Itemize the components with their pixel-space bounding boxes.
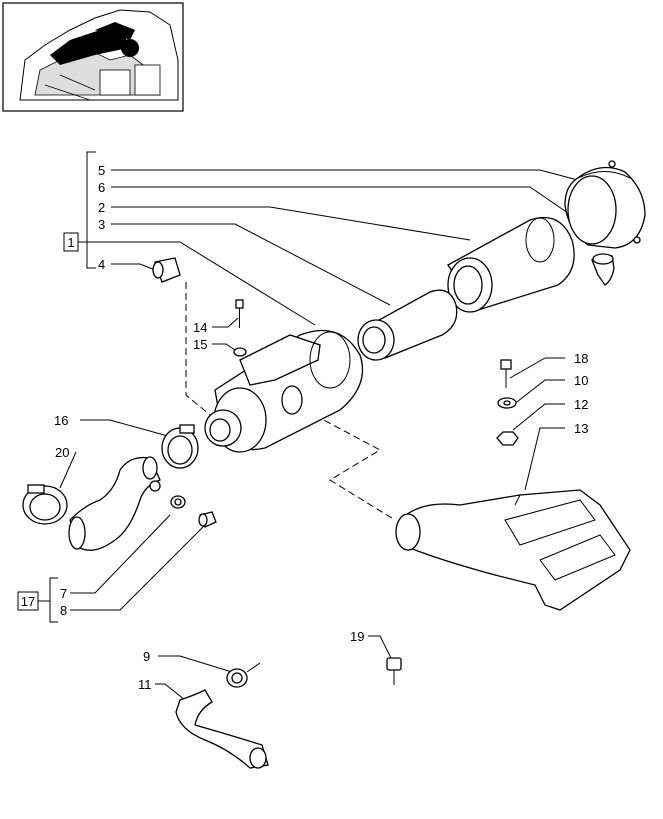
group-bracket-17	[17, 577, 58, 623]
part-2-filter	[447, 216, 575, 313]
callout-17: 17	[21, 594, 35, 609]
part-10-washer	[497, 397, 517, 409]
part-13-duct	[395, 489, 631, 611]
part-3-safety-filter	[357, 289, 458, 361]
callout-6: 6	[98, 180, 105, 195]
location-thumbnail	[2, 2, 184, 112]
part-4-fitting	[152, 257, 181, 283]
part-6-dust-valve	[591, 253, 615, 286]
callout-8: 8	[60, 603, 67, 618]
callout-20: 20	[55, 445, 69, 460]
callout-3: 3	[98, 217, 105, 232]
callout-labels: 1 2 3 4 5 6 7 8 9 10 11 12 13 14 15 16 1…	[21, 163, 589, 692]
part-5-cover	[564, 160, 646, 249]
part-19-fitting	[386, 657, 402, 685]
part-1-housing	[204, 329, 364, 453]
part-18-bolt	[500, 359, 512, 388]
part-14-bolt	[235, 299, 244, 328]
assembly-lines	[185, 282, 396, 521]
part-9-clamp	[226, 662, 261, 688]
callout-15: 15	[193, 337, 207, 352]
callout-10: 10	[574, 373, 588, 388]
part-7-clip	[170, 495, 186, 509]
part-11-hose	[175, 689, 269, 769]
part-15-washer	[233, 347, 247, 357]
callout-13: 13	[574, 421, 588, 436]
group-bracket-1	[63, 151, 96, 269]
part-12-nut	[496, 431, 519, 446]
part-8-cap	[198, 511, 217, 528]
part-16-clamp	[161, 424, 199, 469]
callout-5: 5	[98, 163, 105, 178]
callout-9: 9	[143, 649, 150, 664]
callout-7: 7	[60, 586, 67, 601]
callout-18: 18	[574, 351, 588, 366]
callout-1: 1	[67, 235, 74, 250]
part-20-clamp	[22, 484, 68, 525]
callout-11: 11	[138, 677, 152, 692]
callout-2: 2	[98, 200, 105, 215]
callout-12: 12	[574, 397, 588, 412]
leader-lines	[59, 169, 601, 701]
callout-19: 19	[350, 629, 364, 644]
part-17-hose	[68, 456, 161, 551]
callout-14: 14	[193, 320, 207, 335]
callout-16: 16	[54, 413, 68, 428]
callout-4: 4	[98, 257, 105, 272]
